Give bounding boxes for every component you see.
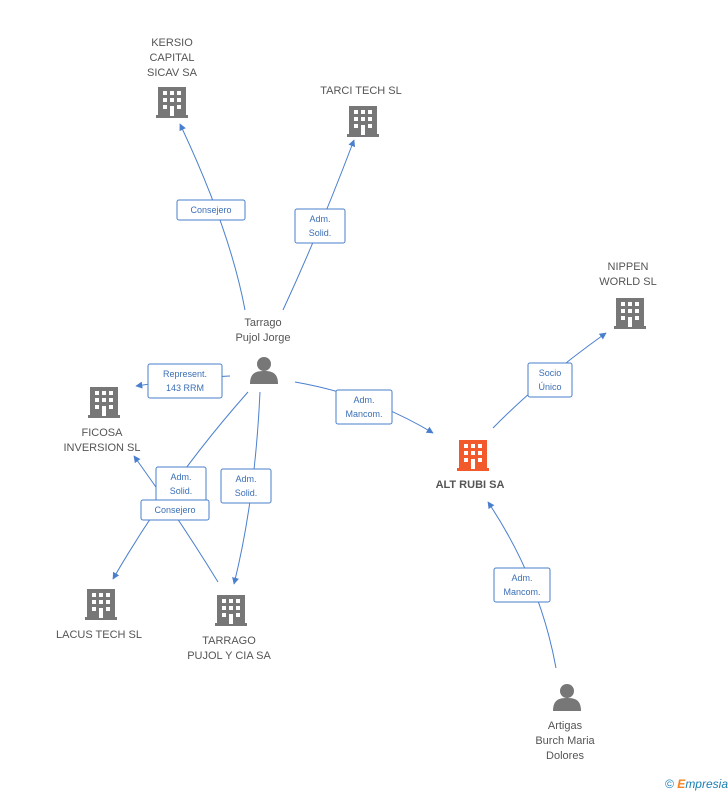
brand-initial: E <box>677 777 686 791</box>
copyright-icon: © <box>665 777 674 791</box>
building-icon[interactable] <box>88 387 120 418</box>
node-altrubi[interactable]: ALT RUBI SA <box>436 440 505 491</box>
node-kersio[interactable]: KERSIO CAPITAL SICAV SA <box>147 37 198 118</box>
edge-label-text: Adm. <box>170 472 191 482</box>
edge-label-text: Solid. <box>309 228 332 238</box>
edge-label-text: Socio <box>539 368 562 378</box>
edge-label-text: Solid. <box>235 488 258 498</box>
edge-label-text: Consejero <box>190 205 231 215</box>
edge-label-text: 143 RRM <box>166 383 204 393</box>
edge-label-text: Consejero <box>154 505 195 515</box>
node-label-artigas[interactable]: Burch Maria <box>535 735 595 747</box>
node-label-ficosa[interactable]: FICOSA <box>82 427 124 439</box>
edge-label-box <box>220 468 272 504</box>
edge-label-box <box>493 567 551 603</box>
edge-label-box <box>294 208 346 244</box>
node-label-artigas[interactable]: Artigas <box>548 720 583 732</box>
node-label-nippen[interactable]: NIPPEN <box>608 261 649 273</box>
building-icon[interactable] <box>347 106 379 137</box>
node-label-kersio[interactable]: KERSIO <box>151 37 193 49</box>
person-icon[interactable] <box>250 357 278 384</box>
edge-label-box <box>147 363 223 399</box>
edge-label-tarrago_jorge-to-tarrago_cia: Adm. Solid. <box>220 468 272 504</box>
edge-label-box <box>527 362 573 398</box>
edge-label-text: Represent. <box>163 369 207 379</box>
edge-label-text: Adm. <box>353 395 374 405</box>
node-tarrago_cia[interactable]: TARRAGO PUJOL Y CIA SA <box>187 595 271 662</box>
edge-label-tarrago_jorge-to-altrubi: Adm. Mancom. <box>335 389 393 425</box>
edge-label-artigas-to-altrubi: Adm. Mancom. <box>493 567 551 603</box>
node-label-tarci[interactable]: TARCI TECH SL <box>320 85 402 97</box>
node-label-tarrago_cia[interactable]: PUJOL Y CIA SA <box>187 650 271 662</box>
edge-label-tarrago_cia-to-ficosa: Consejero <box>140 499 210 521</box>
edge-label-tarrago_jorge-to-tarci: Adm. Solid. <box>294 208 346 244</box>
node-tarci[interactable]: TARCI TECH SL <box>320 85 402 137</box>
node-label-kersio[interactable]: CAPITAL <box>149 52 194 64</box>
edge-tarrago_jorge-to-kersio <box>179 123 246 311</box>
building-icon[interactable] <box>215 595 247 626</box>
brand-name: mpresia <box>685 777 728 791</box>
node-ficosa[interactable]: FICOSA INVERSION SL <box>63 387 141 454</box>
node-label-tarrago_cia[interactable]: TARRAGO <box>202 635 256 647</box>
edge-label-text: Adm. <box>235 474 256 484</box>
edge-label-tarrago_jorge-to-kersio: Consejero <box>176 199 246 221</box>
nodes-layer: KERSIO CAPITAL SICAV SA TARCI TECH SL NIPPEN… <box>56 37 657 762</box>
person-icon[interactable] <box>553 684 581 711</box>
node-label-ficosa[interactable]: INVERSION SL <box>63 442 140 454</box>
node-label-altrubi[interactable]: ALT RUBI SA <box>436 479 505 491</box>
empresia-brand: © Empresia <box>665 777 728 791</box>
building-icon[interactable] <box>457 440 489 471</box>
building-icon[interactable] <box>156 87 188 118</box>
edge-label-text: Mancom. <box>503 587 540 597</box>
building-icon[interactable] <box>614 298 646 329</box>
edge-label-box <box>176 199 246 221</box>
node-label-lacus[interactable]: LACUS TECH SL <box>56 629 142 641</box>
node-label-tarrago_jorge[interactable]: Pujol Jorge <box>235 332 290 344</box>
node-label-nippen[interactable]: WORLD SL <box>599 276 656 288</box>
edge-label-box <box>335 389 393 425</box>
edge-label-box <box>140 499 210 521</box>
node-label-tarrago_jorge[interactable]: Tarrago <box>244 317 281 329</box>
node-label-artigas[interactable]: Dolores <box>546 750 584 762</box>
edge-label-text: Único <box>538 382 561 392</box>
edge-label-text: Mancom. <box>345 409 382 419</box>
node-nippen[interactable]: NIPPEN WORLD SL <box>599 261 657 329</box>
building-icon[interactable] <box>85 589 117 620</box>
node-lacus[interactable]: LACUS TECH SL <box>56 589 142 641</box>
edge-label-tarrago_jorge-to-ficosa: Represent. 143 RRM <box>147 363 223 399</box>
edge-label-text: Adm. <box>309 214 330 224</box>
edge-label-text: Solid. <box>170 486 193 496</box>
node-label-kersio[interactable]: SICAV SA <box>147 67 198 79</box>
edge-label-tarrago_jorge-to-lacus: Adm. Solid. <box>155 466 207 502</box>
edge-label-text: Adm. <box>511 573 532 583</box>
